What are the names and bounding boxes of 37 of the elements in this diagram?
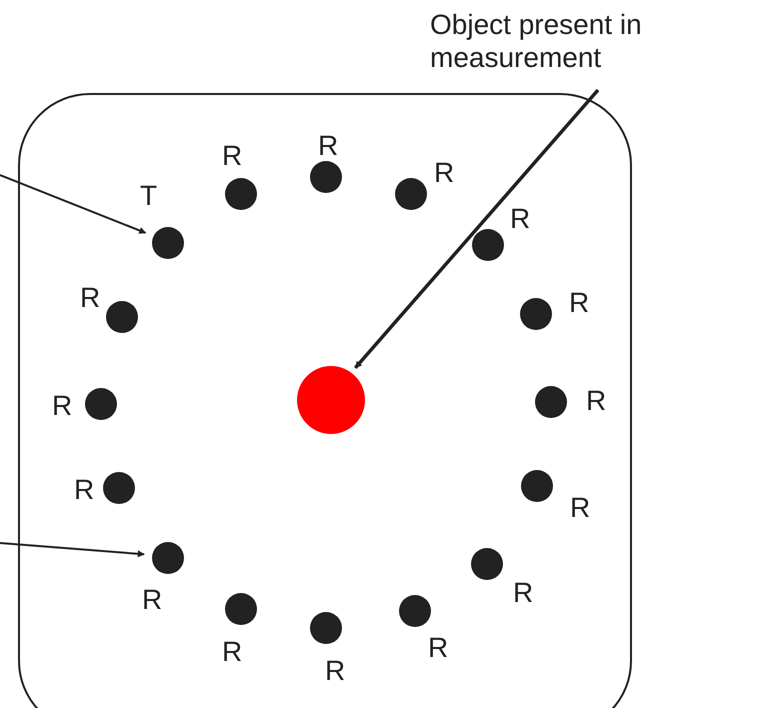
sensor-label: T [140,182,158,210]
sensor-dot [535,386,567,418]
sensor-label: R [52,392,72,420]
arrow [354,88,600,370]
sensor-dot [399,595,431,627]
sensor-label: R [74,476,94,504]
sensor-dot [395,178,427,210]
sensor-dot [103,472,135,504]
arrow [0,174,146,234]
sensor-label: R [586,387,606,415]
callout-text: Object present in measurement [430,8,770,74]
sensor-label: R [570,494,590,522]
sensor-label: R [434,159,454,187]
sensor-dot [471,548,503,580]
sensor-label: R [142,586,162,614]
sensor-dot [310,612,342,644]
sensor-dot [152,227,184,259]
sensor-label: R [325,657,346,685]
sensor-label: R [510,205,530,233]
sensor-label: R [428,634,448,662]
sensor-label: R [80,284,100,312]
sensor-label: R [318,132,338,160]
sensor-dot [85,388,117,420]
sensor-dot [472,229,504,261]
sensor-label: R [513,579,534,607]
sensor-label: R [222,142,242,170]
sensor-dot [152,542,184,574]
sensor-label: R [569,289,590,317]
arrow [0,542,145,558]
sensor-dot [106,301,138,333]
sensor-dot [225,178,257,210]
sensor-label: R [222,638,242,666]
sensor-dot [521,470,553,502]
measurement-area [18,93,632,708]
sensor-dot [310,161,342,193]
sensor-dot [225,593,257,625]
sensor-dot [520,298,552,330]
